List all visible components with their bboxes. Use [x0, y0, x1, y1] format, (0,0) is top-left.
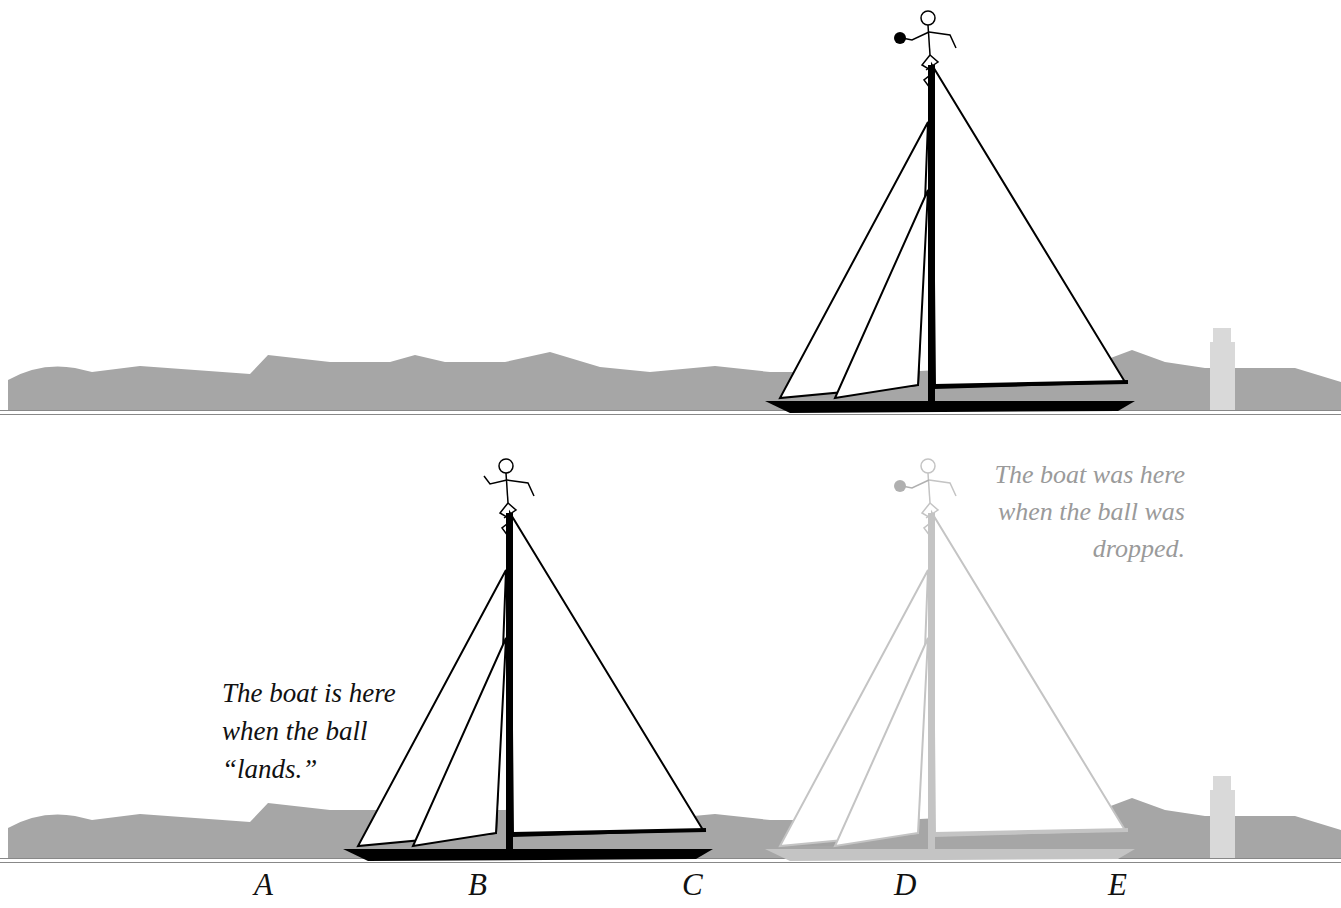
sailboat [765, 11, 1135, 413]
waterline [0, 414, 1341, 415]
position-letter: D [894, 868, 916, 902]
waterline [0, 410, 1341, 411]
ball [894, 32, 929, 44]
ghost-ball [894, 480, 929, 492]
position-letter: E [1108, 868, 1127, 902]
hills [8, 350, 1341, 410]
waterline [0, 862, 1341, 863]
empty-arm [484, 476, 507, 484]
boat-note: The boat is here when the ball “lands.” [222, 674, 422, 788]
lighthouse [1210, 328, 1235, 410]
position-letter: C [682, 868, 703, 902]
lighthouse [1210, 776, 1235, 858]
ghost-note: The boat was here when the ball was drop… [960, 456, 1185, 567]
position-letter: A [254, 868, 273, 902]
position-letter: B [468, 868, 487, 902]
sailboat [343, 459, 713, 861]
